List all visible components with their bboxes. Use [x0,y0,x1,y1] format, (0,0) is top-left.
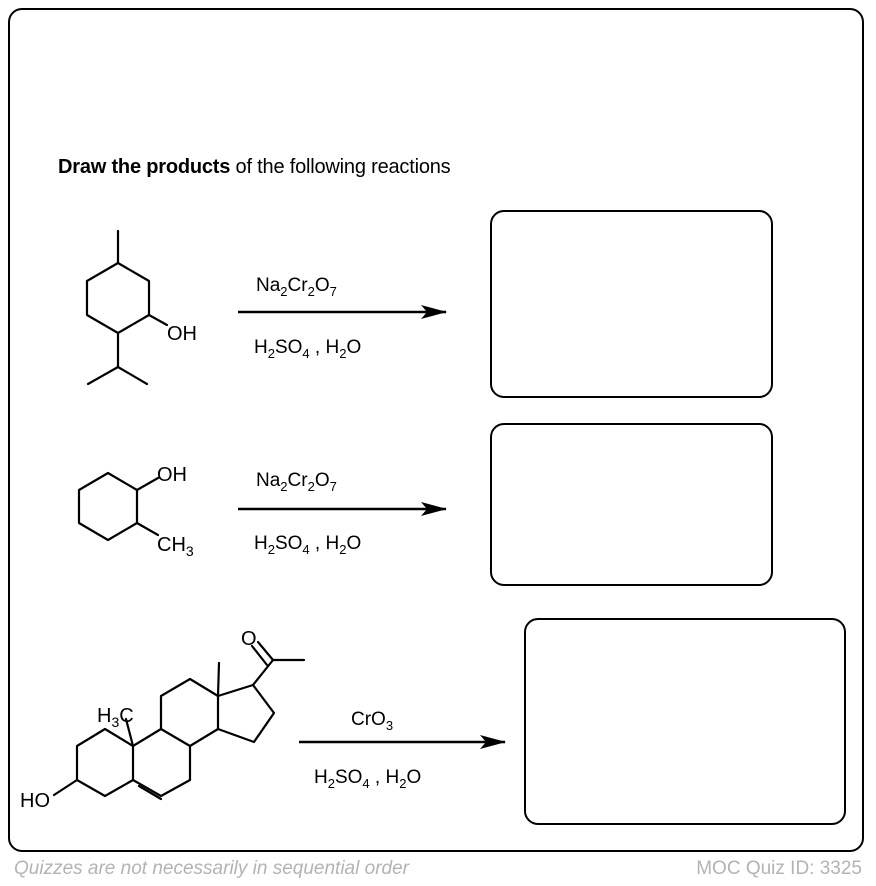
menthol-structure [85,229,169,386]
steroid-ho-label: HO [20,790,50,812]
menthol-oh-label: OH [167,323,197,345]
footer-disclaimer: Quizzes are not necessarily in sequentia… [14,858,409,879]
reagent-3-top: CrO3 [351,709,393,733]
prompt-bold: Draw the products [58,156,231,178]
answer-box-3[interactable] [524,618,846,825]
answer-box-2[interactable] [490,423,773,586]
quiz-frame [8,8,864,852]
reagent-2-bottom: H2SO4 , H2O [254,533,361,557]
answer-box-1[interactable] [490,210,773,398]
prompt-rest: of the following reactions [230,156,451,178]
steroid-h3c-label: H3C [97,705,134,730]
footer-quiz-id: MOC Quiz ID: 3325 [696,858,862,879]
question-prompt: Draw the products of the following react… [58,156,451,179]
reagent-1-top: Na2Cr2O7 [256,275,337,299]
reaction-1-conditions: Na2Cr2O7 H2SO4 , H2O [238,275,447,361]
methylcyclohexanol-ch3-label: CH3 [157,534,194,559]
reagent-3-bottom: H2SO4 , H2O [314,767,421,791]
reagent-2-top: Na2Cr2O7 [256,470,337,494]
reaction-2-conditions: Na2Cr2O7 H2SO4 , H2O [238,470,447,557]
methylcyclohexanol-structure [77,471,160,542]
reaction-3-conditions: CrO3 H2SO4 , H2O [299,709,506,791]
reagent-1-bottom: H2SO4 , H2O [254,337,361,361]
steroid-ketone-o-label: O [241,628,257,650]
steroid-structure [52,640,306,801]
methylcyclohexanol-oh-label: OH [157,464,187,486]
